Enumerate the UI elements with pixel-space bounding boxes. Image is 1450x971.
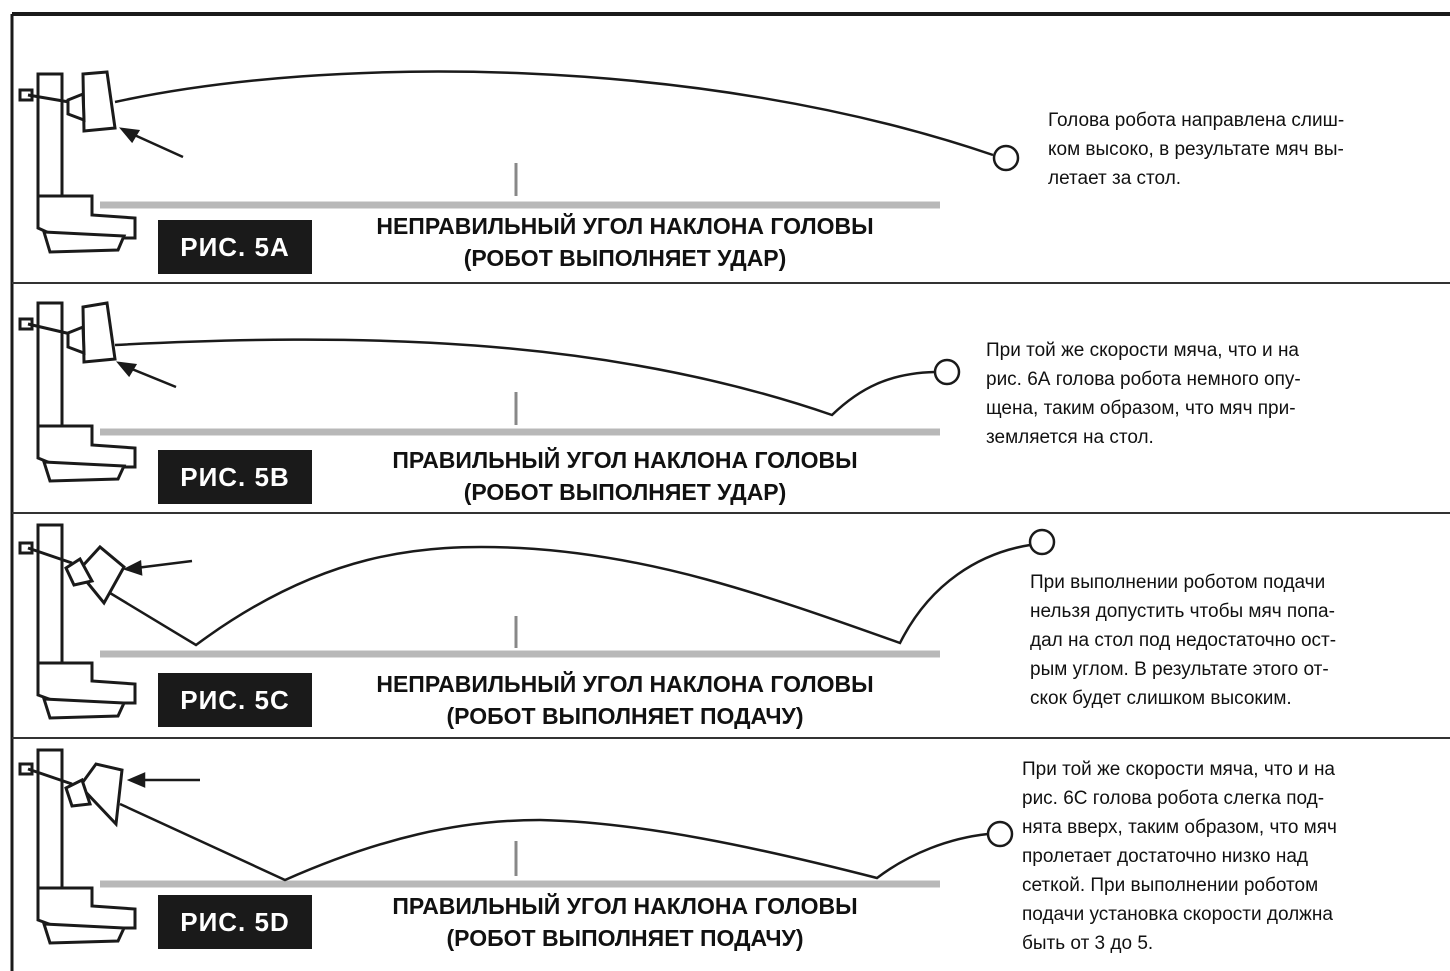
description-line: рис. 6А голова робота немного опу- [986,369,1301,390]
panel-5d: РИС. 5D ПРАВИЛЬНЫЙ УГОЛ НАКЛОНА ГОЛОВЫ (… [0,738,1450,971]
description-line: щена, таким образом, что мяч при- [986,398,1296,419]
robot-arm [27,767,73,786]
fig-label-5b: РИС. 5B [158,450,312,504]
panel-5d-diagram [18,748,1014,945]
robot-foot [41,697,127,720]
description-5b: При той же скорости мяча, что и на рис. … [986,336,1301,452]
fig-label-5c: РИС. 5C [158,673,312,727]
robot-base [36,661,137,705]
robot-foot [41,922,127,945]
robot-5c [18,523,137,720]
robot-pole [36,301,64,440]
panel-5c: РИС. 5C НЕПРАВИЛЬНЫЙ УГОЛ НАКЛОНА ГОЛОВЫ… [0,513,1450,738]
caption-5d-line2: (РОБОТ ВЫПОЛНЯЕТ ПОДАЧУ) [446,925,804,951]
ball-5a [992,144,1020,172]
caption-5b: ПРАВИЛЬНЫЙ УГОЛ НАКЛОНА ГОЛОВЫ (РОБОТ ВЫ… [315,444,935,508]
robot-foot [41,230,127,254]
description-line: сеткой. При выполнении роботом [1022,875,1319,896]
robot-arm [27,546,73,565]
caption-5a: НЕПРАВИЛЬНЫЙ УГОЛ НАКЛОНА ГОЛОВЫ (РОБОТ … [315,210,935,274]
ball-5c [1028,528,1056,556]
arrow-5b [116,361,177,389]
caption-5a-line1: НЕПРАВИЛЬНЫЙ УГОЛ НАКЛОНА ГОЛОВЫ [376,213,874,239]
robot-foot [41,460,127,483]
description-line: При той же скорости мяча, что и на [1022,759,1335,780]
robot-pole [36,523,64,677]
description-line: земляется на стол. [986,427,1154,448]
caption-5b-line1: ПРАВИЛЬНЫЙ УГОЛ НАКЛОНА ГОЛОВЫ [392,447,858,473]
caption-5b-line2: (РОБОТ ВЫПОЛНЯЕТ УДАР) [463,479,787,505]
trajectory-5b [114,338,936,417]
description-line: нята вверх, таким образом, что мяч [1022,817,1337,838]
robot-pole [36,72,64,212]
panel-5c-diagram [18,523,1056,720]
robot-head [81,70,117,133]
description-line: быть от 3 до 5. [1022,933,1154,954]
description-line: скок будет слишком высоким. [1030,688,1292,709]
description-line: летает за стол. [1048,168,1182,189]
robot-head [81,301,117,364]
description-line: Голова робота направлена слиш- [1048,110,1345,131]
arrow-5a [119,127,184,159]
robot-neck [66,324,86,356]
robot-neck [64,556,95,587]
robot-base [36,424,137,469]
trajectory-5a [114,70,994,157]
fig-label-5a: РИС. 5A [158,220,312,274]
robot-head [78,762,124,828]
ball-5b [933,358,961,386]
caption-5a-line2: (РОБОТ ВЫПОЛНЯЕТ УДАР) [463,245,787,271]
caption-5c: НЕПРАВИЛЬНЫЙ УГОЛ НАКЛОНА ГОЛОВЫ (РОБОТ … [315,668,935,732]
robot-5b [18,301,137,483]
fig-label-5d: РИС. 5D [158,895,312,949]
panel-5b-diagram [18,301,961,483]
robot-head [76,544,126,606]
trajectory-5c [109,543,1031,647]
robot-base [36,194,137,240]
description-line: рым углом. В результате этого от- [1030,659,1329,680]
robot-neck [66,91,86,123]
description-5a: Голова робота направлена слиш- ком высок… [1048,106,1344,193]
description-line: рис. 6С голова робота слегка под- [1022,788,1325,809]
description-line: нельзя допустить чтобы мяч попа- [1030,601,1335,622]
description-line: При той же скорости мяча, что и на [986,340,1299,361]
arrow-5c [122,559,193,576]
ball-5d [986,820,1014,848]
caption-5c-line2: (РОБОТ ВЫПОЛНЯЕТ ПОДАЧУ) [446,703,804,729]
panel-5a: РИС. 5A НЕПРАВИЛЬНЫЙ УГОЛ НАКЛОНА ГОЛОВЫ… [0,0,1450,283]
robot-neck [64,777,93,808]
description-line: подачи установка скорости должна [1022,904,1333,925]
description-line: пролетает достаточно низко над [1022,846,1309,867]
robot-5d [18,748,137,945]
caption-5c-line1: НЕПРАВИЛЬНЫЙ УГОЛ НАКЛОНА ГОЛОВЫ [376,671,874,697]
arrow-5d [126,772,200,788]
description-5d: При той же скорости мяча, что и на рис. … [1022,755,1337,958]
robot-base [36,886,137,930]
caption-5d-line1: ПРАВИЛЬНЫЙ УГОЛ НАКЛОНА ГОЛОВЫ [392,893,858,919]
panel-5b: РИС. 5B ПРАВИЛЬНЫЙ УГОЛ НАКЛОНА ГОЛОВЫ (… [0,283,1450,513]
trajectory-5d [119,802,989,882]
description-line: При выполнении роботом подачи [1030,572,1326,593]
panel-5a-diagram [18,70,1020,254]
caption-5d: ПРАВИЛЬНЫЙ УГОЛ НАКЛОНА ГОЛОВЫ (РОБОТ ВЫ… [315,890,935,954]
description-line: дал на стол под недостаточно ост- [1030,630,1337,651]
description-line: ком высоко, в результате мяч вы- [1048,139,1344,160]
description-5c: При выполнении роботом подачи нельзя доп… [1030,568,1336,713]
robot-5a [18,70,137,254]
